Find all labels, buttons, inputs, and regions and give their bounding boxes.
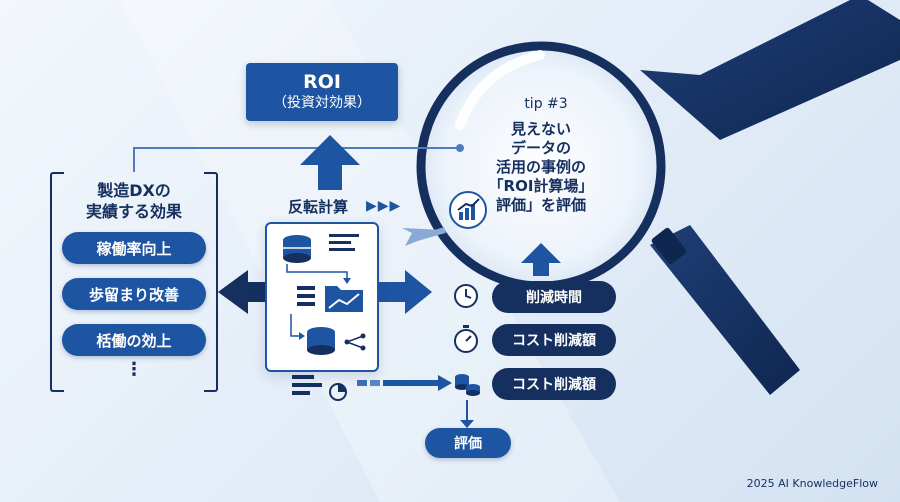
effects-title: 製造DXの 実績する効果 (50, 180, 218, 222)
metric-cost-2: コスト削減額 (492, 368, 616, 400)
effect-item-1: 稼働率向上 (62, 232, 206, 264)
database-icon (283, 235, 311, 263)
magnifier-text: 見えない データの 活用の事例の 「ROI計算場」 評価」を評価 (466, 120, 616, 215)
magnifier-line-5: 評価」を評価 (495, 196, 586, 214)
folder-chart-icon (325, 286, 363, 312)
growth-chart-icon (449, 191, 487, 229)
magnifier-line-3: 活用の事例の (495, 158, 586, 176)
more-indicator: ⋮ (125, 359, 143, 380)
roi-box: ROI （投資対効果） (246, 63, 398, 121)
document-lines-icon (292, 375, 322, 395)
list-icon (297, 286, 315, 306)
effects-title-line2: 実績する効果 (85, 202, 182, 221)
tip-label: tip #3 (524, 96, 568, 112)
connector-line (133, 147, 460, 172)
magnifier-handle (640, 0, 900, 395)
metric-cost-1: コスト削減額 (492, 324, 616, 356)
center-label: 反転計算 (287, 198, 348, 216)
process-panel (265, 222, 379, 372)
stopwatch-icon (454, 325, 478, 353)
pie-chart-icon (329, 383, 347, 401)
arrow-right-big (376, 270, 432, 314)
magnifier-line-2: データの (510, 139, 571, 157)
effects-title-line1: 製造DXの (97, 181, 171, 200)
magnifier-line-4: 「ROI計算場」 (488, 177, 594, 195)
roi-title: ROI (303, 71, 341, 93)
arrow-up-roi (300, 135, 360, 190)
coins-icon (455, 374, 480, 396)
arrow-left-big (218, 270, 268, 314)
network-icon (344, 333, 366, 351)
magnifier-line-1: 見えない (510, 120, 571, 138)
process-flow-svg (283, 234, 366, 355)
roi-subtitle: （投資対効果） (273, 95, 371, 111)
arrowheads: ▶▶▶ (366, 198, 402, 214)
arrow-up-lens (521, 243, 561, 276)
bracket-left (50, 172, 64, 392)
evaluation-pill: 評価 (425, 428, 511, 458)
database-bottom-icon (307, 327, 335, 355)
clock-icon (454, 284, 478, 308)
bracket-right (204, 172, 218, 392)
lens-glare (455, 50, 545, 130)
effect-item-2: 歩留まり改善 (62, 278, 206, 310)
text-lines-icon (329, 234, 359, 251)
effects-panel: 製造DXの 実績する効果 稼働率向上 歩留まり改善 栝働の効上 ⋮ (50, 172, 218, 392)
dashed-arrow (357, 375, 452, 391)
metric-time: 削減時間 (492, 281, 616, 313)
effect-item-3: 栝働の効上 (62, 324, 206, 356)
footer-credit: 2025 AI KnowledgeFlow (746, 477, 878, 490)
